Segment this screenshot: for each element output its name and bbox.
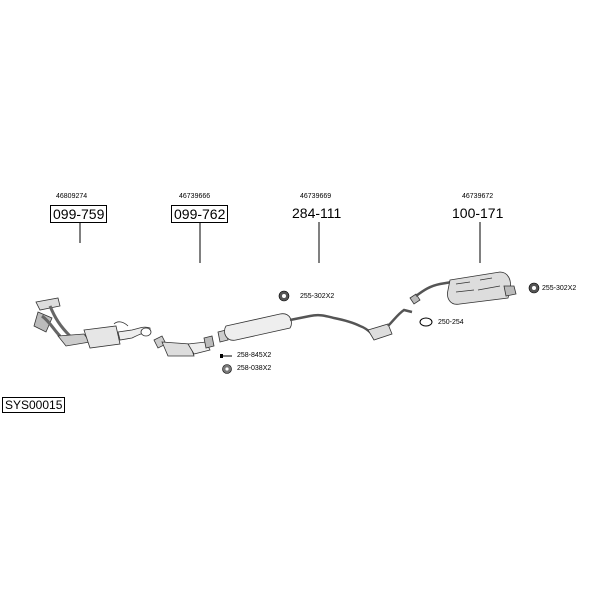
part-1-code[interactable]: 099-759	[50, 205, 108, 223]
part-2-oe-number: 46739666	[179, 193, 211, 200]
middle-muffler-drawing	[217, 308, 413, 343]
bolt-icon	[220, 354, 232, 358]
catalyst-drawing	[153, 335, 215, 357]
system-id-label: SYS00015	[2, 397, 66, 413]
rubber-hanger-icon	[528, 282, 540, 294]
accessory-label-hanger-2[interactable]: 255-302X2	[542, 285, 577, 292]
nut-icon	[222, 364, 232, 374]
accessory-label-clamp[interactable]: 250-254	[438, 319, 464, 326]
accessory-label-nut[interactable]: 258-038X2	[237, 365, 272, 372]
clamp-icon	[419, 317, 433, 327]
part-4-oe-number: 46739672	[462, 193, 494, 200]
part-2-code[interactable]: 099-762	[171, 205, 229, 223]
part-4-code[interactable]: 100-171	[452, 205, 504, 221]
rubber-hanger-icon	[278, 290, 290, 302]
front-pipe-catalyst-drawing	[33, 297, 152, 349]
part-3-code[interactable]: 284-111	[292, 205, 342, 221]
accessory-label-bolt[interactable]: 258-845X2	[237, 352, 272, 359]
part-3-oe-number: 46739669	[300, 193, 332, 200]
part-1-oe-number: 46809274	[56, 193, 88, 200]
rear-muffler-drawing	[409, 271, 517, 305]
accessory-label-hanger-1[interactable]: 255-302X2	[300, 293, 335, 300]
